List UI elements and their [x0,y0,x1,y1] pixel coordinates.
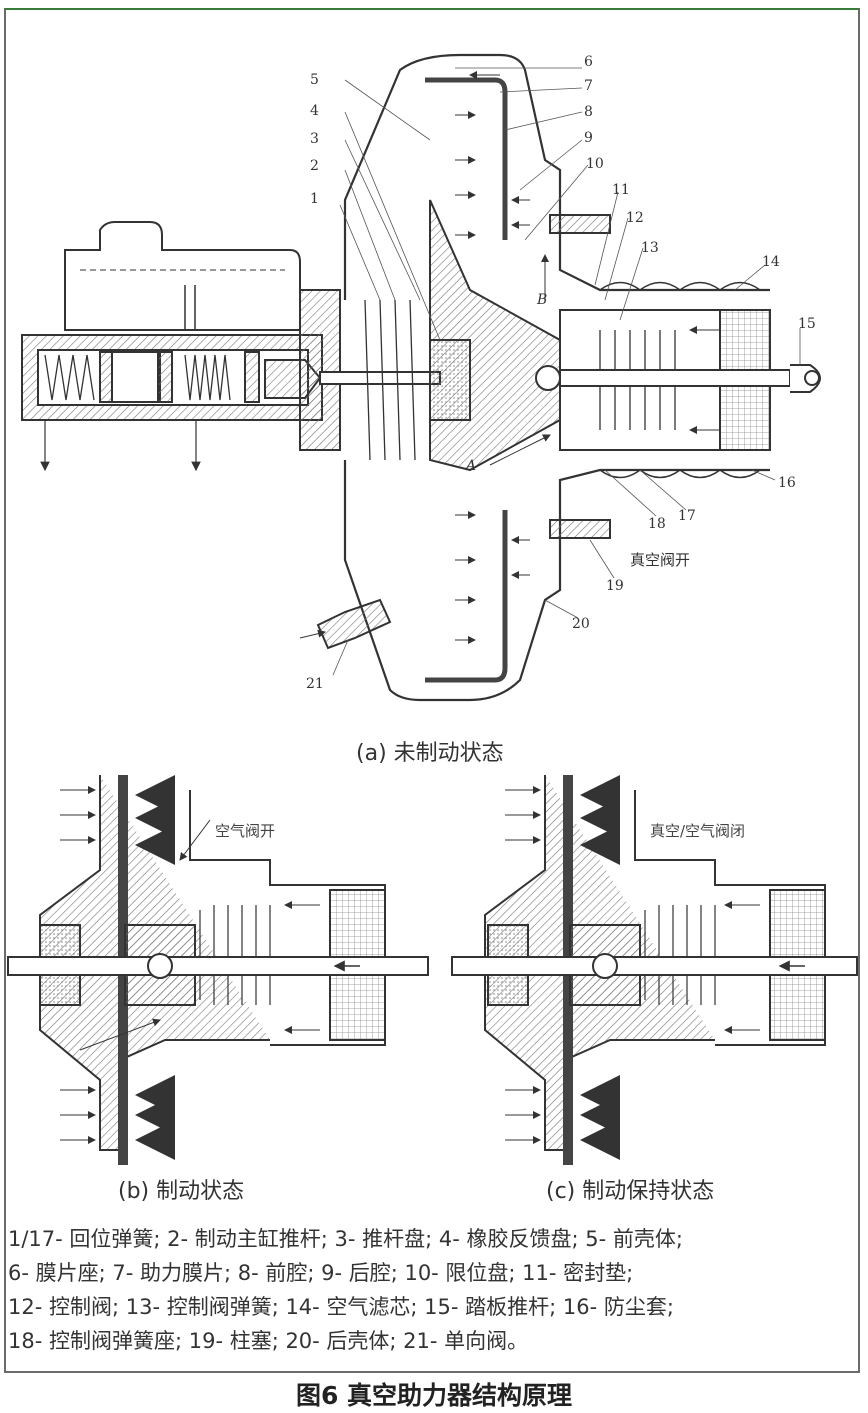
figure-title: 图6 真空助力器结构原理 [295,1381,573,1410]
part-number-5: 5 [310,72,319,88]
part-number-14: 14 [762,254,780,270]
part-number-12: 12 [626,210,644,226]
part-number-3: 3 [310,131,319,147]
part-number-19: 19 [606,578,624,594]
part-number-16: 16 [778,475,796,491]
part-number-9: 9 [584,130,593,146]
part-number-13: 13 [641,240,659,256]
part-number-17: 17 [678,508,696,524]
diagram-b [7,775,429,1165]
part-number-11: 11 [612,182,630,198]
part-number-10: 10 [586,156,604,172]
annotation-air-open: 空气阀开 [215,822,275,840]
part-number-8: 8 [584,104,593,120]
part-number-18: 18 [648,516,666,532]
legend-line-4: 18- 控制阀弹簧座; 19- 柱塞; 20- 后壳体; 21- 单向阀。 [8,1329,529,1353]
part-number-20: 20 [572,616,590,632]
legend-line-3: 12- 控制阀; 13- 控制阀弹簧; 14- 空气滤芯; 15- 踏板推杆; … [8,1295,674,1319]
diagram-c [451,775,858,1165]
caption-c: (c) 制动保持状态 [546,1179,714,1204]
legend-line-1: 1/17- 回位弹簧; 2- 制动主缸推杆; 3- 推杆盘; 4- 橡胶反馈盘;… [8,1227,683,1251]
chamber-label-b: B [536,292,547,308]
booster-diagram: 1 2 3 4 5 6 7 8 9 10 11 12 13 14 15 16 1… [7,53,858,1204]
annotation-vacuum-open: 真空阀开 [630,551,690,569]
part-number-1: 1 [310,191,319,207]
diagram-a [21,53,821,702]
annotation-valves-closed: 真空/空气阀闭 [650,822,745,840]
caption-b: (b) 制动状态 [118,1179,244,1204]
part-number-21: 21 [306,676,324,692]
caption-a: (a) 未制动状态 [356,741,504,766]
part-number-4: 4 [310,103,319,119]
part-number-6: 6 [584,54,593,70]
part-number-7: 7 [584,78,593,94]
figure-frame [4,8,860,1373]
part-numbers: 1 2 3 4 5 6 7 8 9 10 11 12 13 14 15 16 1… [306,54,816,692]
parts-legend: 1/17- 回位弹簧; 2- 制动主缸推杆; 3- 推杆盘; 4- 橡胶反馈盘;… [8,1222,858,1358]
legend-line-2: 6- 膜片座; 7- 助力膜片; 8- 前腔; 9- 后腔; 10- 限位盘; … [8,1261,634,1285]
part-number-2: 2 [310,158,319,174]
part-number-15: 15 [798,316,816,332]
chamber-label-a: A [464,458,476,474]
